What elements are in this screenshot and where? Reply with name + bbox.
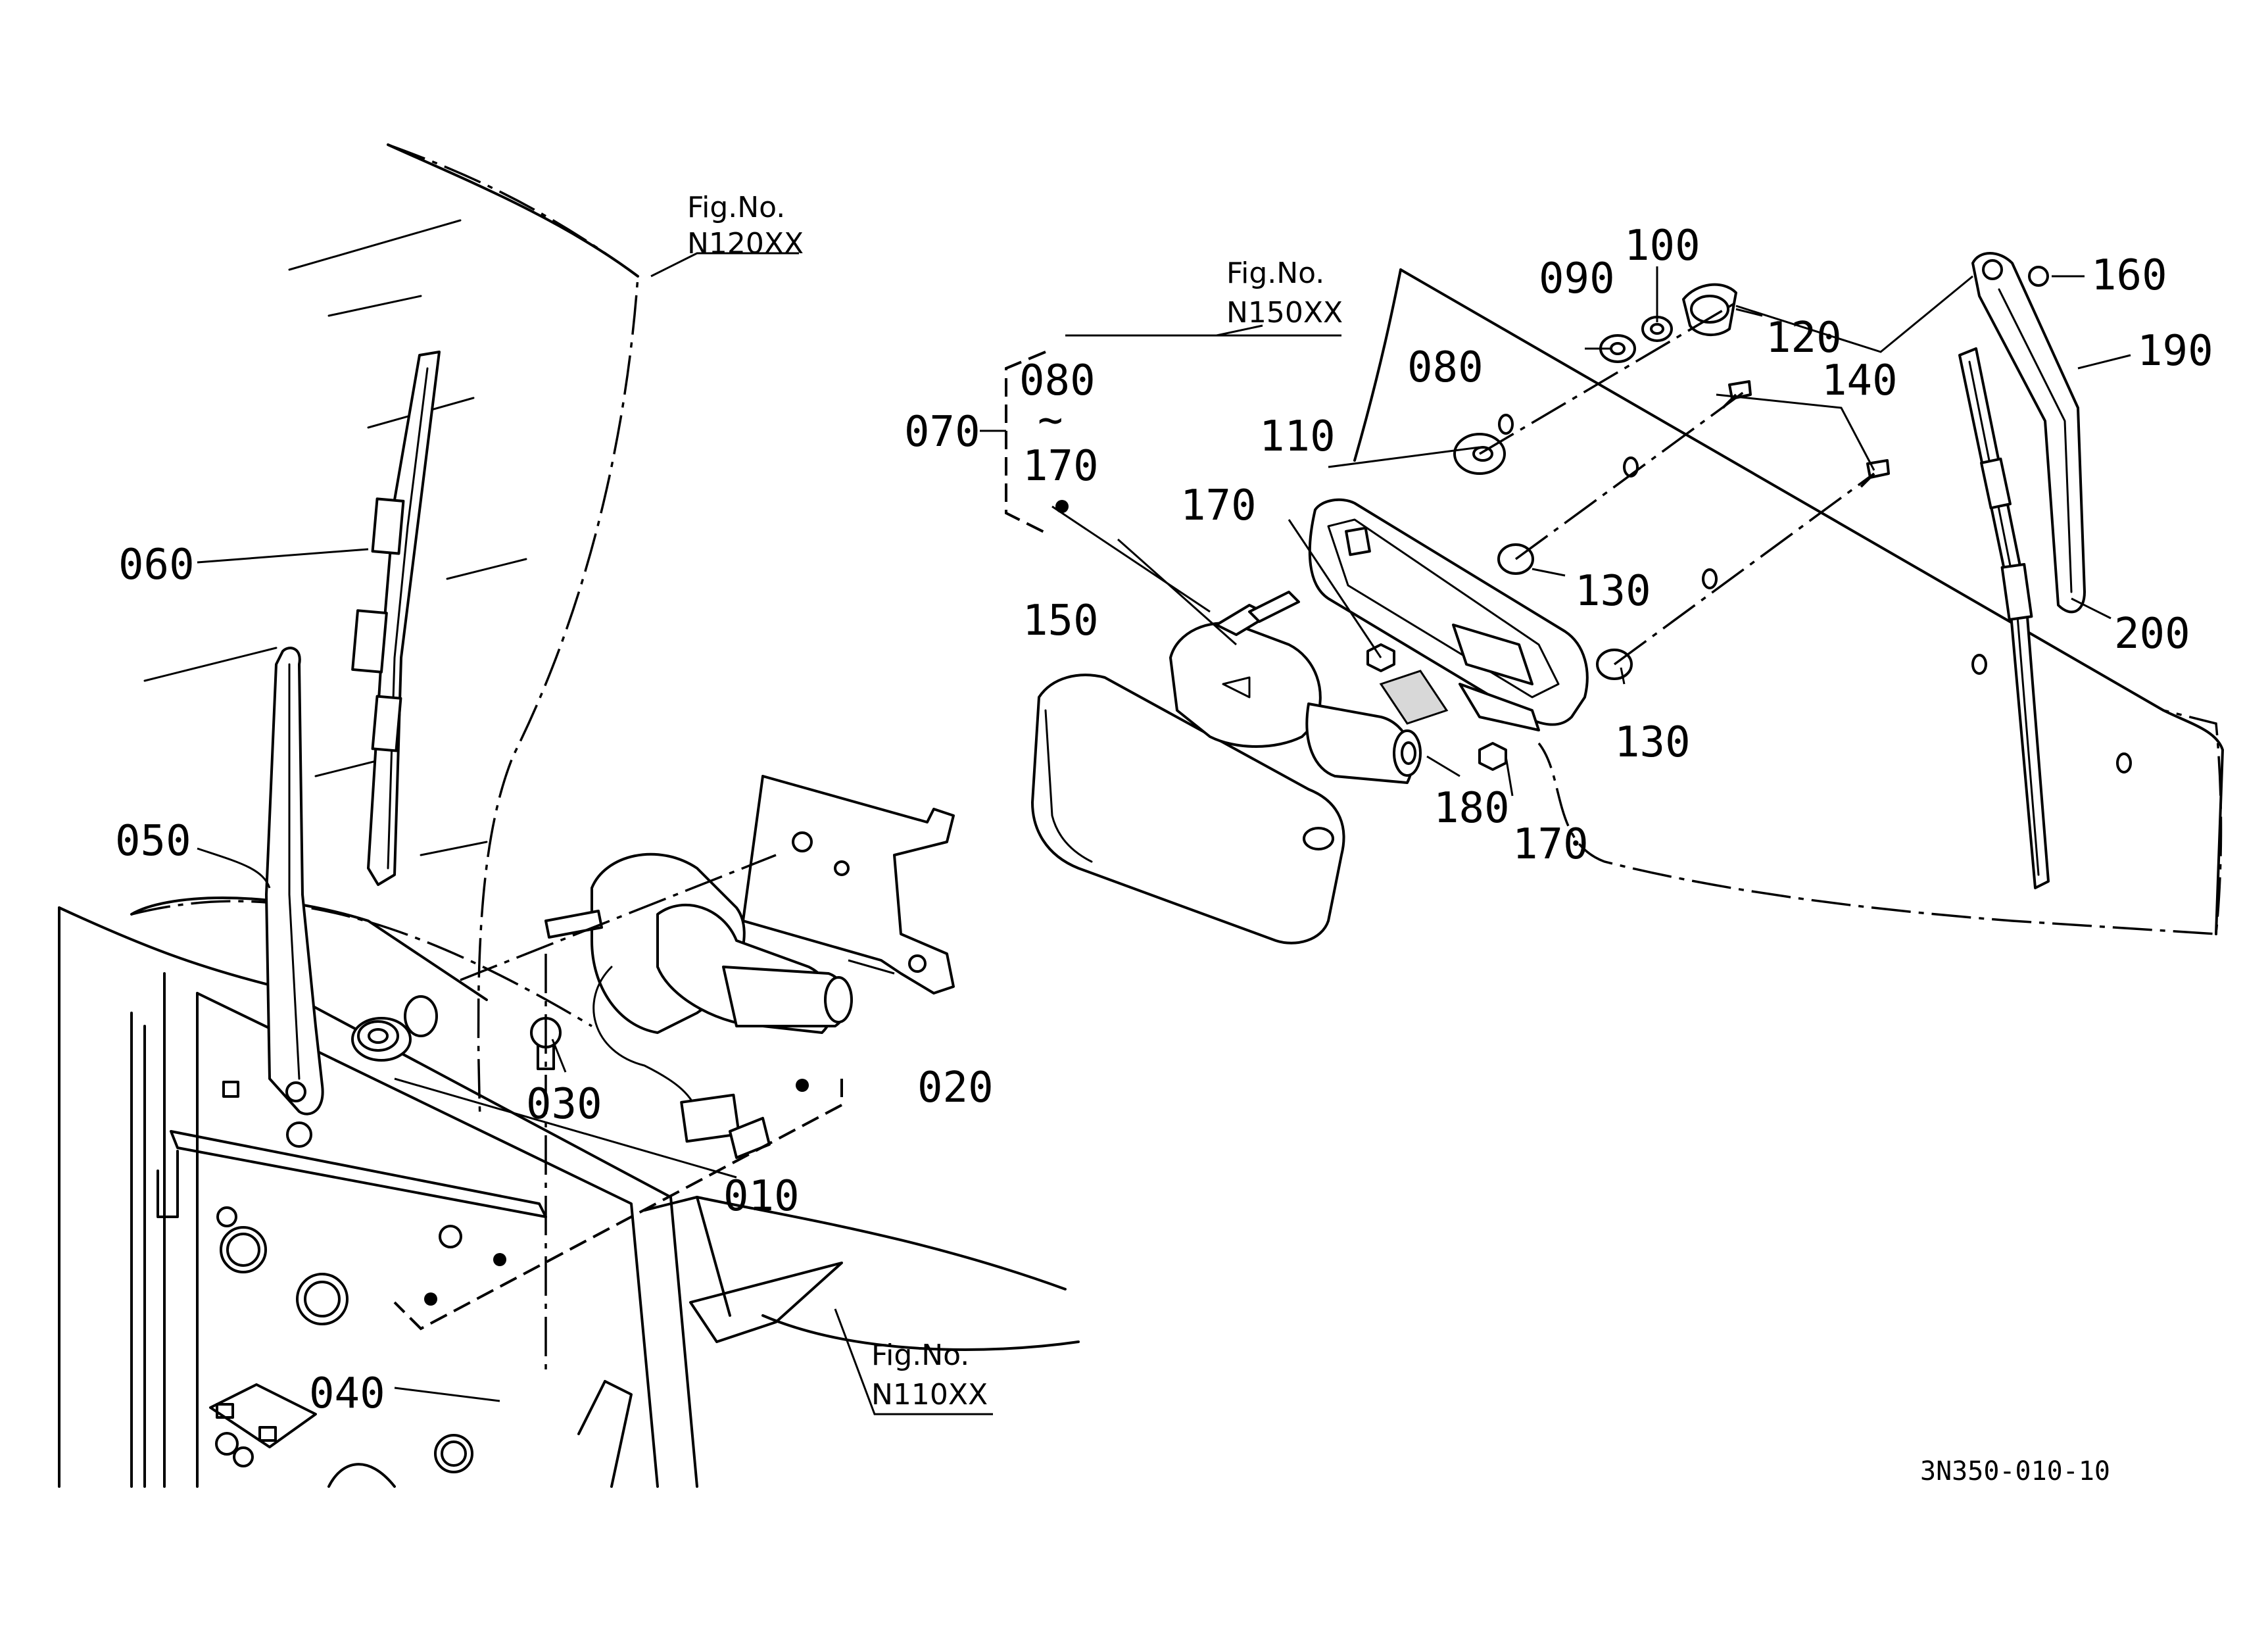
part-label-100[interactable]: 100 [1624,222,1701,270]
fig-ref-n150-line1: Fig.No. [1226,257,1324,290]
fig-ref-n150-line2[interactable]: N150XX [1226,296,1343,330]
front-assembly-boundary [393,1079,843,1331]
part-label-140[interactable]: 140 [1822,356,1898,405]
figure-references[interactable]: Fig.No. N120XX Fig.No. N150XX Fig.No. N1… [687,191,1343,1412]
rear-wiper-blade-200[interactable] [1958,347,2050,889]
diagram-id: 3N350-010-10 [1920,1456,2110,1487]
cab-frame-left [58,143,1080,1488]
part-label-020[interactable]: 020 [917,1064,994,1112]
part-label-150[interactable]: 150 [1023,597,1099,645]
nut-160 [2028,266,2049,287]
fig-ref-n120-line1: Fig.No. [687,191,785,224]
part-label-050[interactable]: 050 [115,817,191,866]
range-tilde: ~ [1038,396,1063,445]
part-label-060[interactable]: 060 [118,541,195,589]
part-label-110[interactable]: 110 [1259,412,1336,461]
nut-170b [1478,742,1507,771]
part-label-190[interactable]: 190 [2137,327,2213,376]
part-label-040[interactable]: 040 [309,1369,385,1418]
rear-wiper-motor[interactable] [1169,591,1422,784]
part-label-130-upper[interactable]: 130 [1575,567,1651,616]
motor-cover-150[interactable] [1031,674,1345,945]
part-label-030[interactable]: 030 [526,1080,602,1129]
fig-ref-n110-line2[interactable]: N110XX [871,1378,988,1412]
screw-140b [1860,459,1890,488]
bracket-110[interactable] [1308,498,1589,731]
cap-120 [1682,283,1737,337]
rear-window-glass [1353,268,2224,935]
fig-ref-n110-line1: Fig.No. [871,1339,969,1372]
part-label-200[interactable]: 200 [2114,610,2190,658]
front-wiper-motor-010[interactable] [530,775,955,1159]
assembly-dots [424,500,1069,1306]
range-bracket-070: 070 080 ~ 170 [904,351,1099,534]
part-label-170-lower[interactable]: 170 [1512,820,1589,869]
part-label-010[interactable]: 010 [723,1172,800,1221]
wiper-arm-050[interactable] [265,647,324,1116]
rear-small-parts [1366,266,2049,771]
fig-ref-n120-line2[interactable]: N120XX [687,227,804,260]
part-label-090[interactable]: 090 [1539,255,1615,303]
wiper-blade-060[interactable] [351,351,441,886]
part-label-080[interactable]: 080 [1407,343,1484,392]
rear-wiper-arm-190[interactable] [1971,252,2086,614]
range-to-170: 170 [1023,442,1099,491]
range-from-080: 080 [1019,356,1096,405]
part-label-180[interactable]: 180 [1434,784,1510,833]
part-label-120[interactable]: 120 [1766,314,1842,362]
part-label-170-upper[interactable]: 170 [1180,481,1257,530]
part-label-130-lower[interactable]: 130 [1614,718,1691,767]
part-label-160[interactable]: 160 [2091,251,2167,300]
part-labels[interactable]: 060 050 020 030 010 040 080 090 100 110 … [115,222,2213,1418]
wiper-pivot-grommet [286,995,438,1148]
front-mount-axis [460,854,777,1375]
leader-lines [197,252,2131,1415]
group-label-070: 070 [904,408,980,456]
